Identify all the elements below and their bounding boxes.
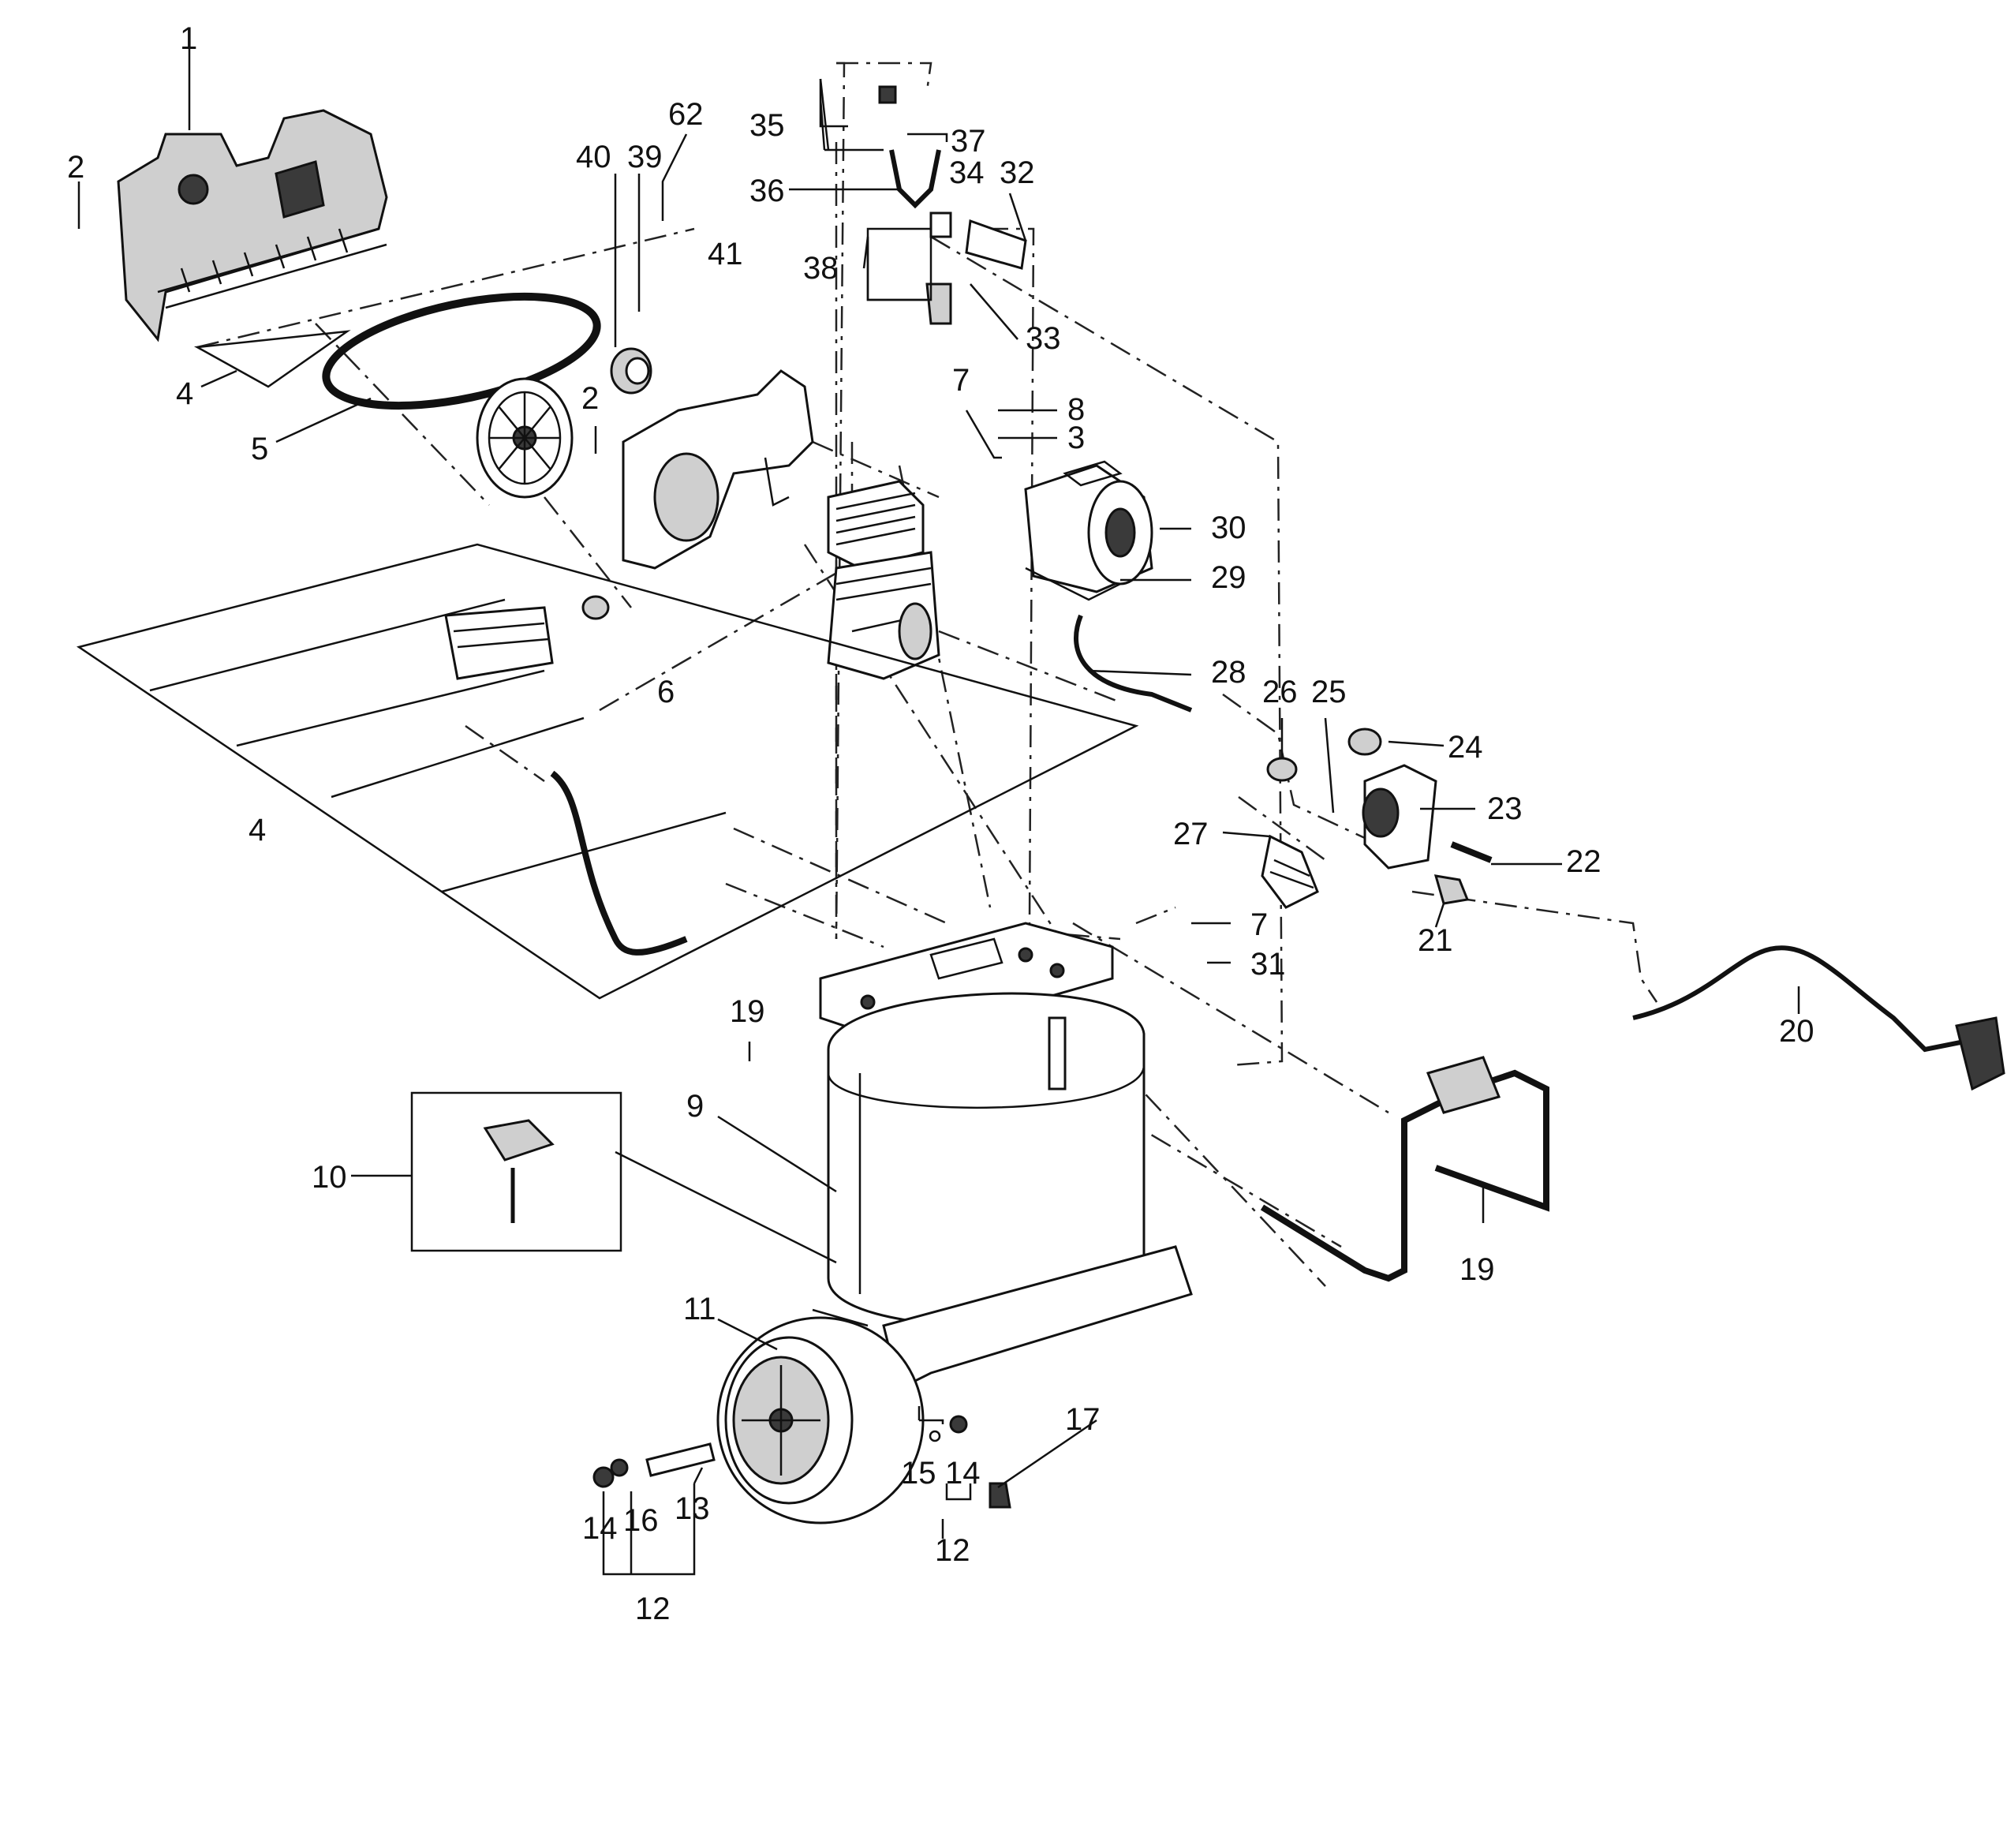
- label-13: 13: [675, 1491, 710, 1526]
- label-2b: 2: [581, 381, 599, 416]
- handle-part: [1260, 1056, 1549, 1282]
- label-36: 36: [749, 174, 785, 208]
- label-26: 26: [1262, 675, 1298, 709]
- compressor-pump-part: [827, 480, 940, 680]
- label-12b: 12: [635, 1592, 671, 1626]
- motor-pulley-part: [610, 347, 652, 395]
- label-15: 15: [901, 1456, 936, 1491]
- inner-guard-part: [622, 369, 814, 570]
- label-34: 34: [949, 155, 985, 190]
- label-22: 22: [1566, 844, 1601, 879]
- plug-part: [1955, 1016, 2005, 1091]
- label-25: 25: [1311, 675, 1347, 709]
- label-33: 33: [1026, 321, 1061, 356]
- motor-part: [1024, 460, 1153, 601]
- label-27: 27: [1173, 817, 1209, 851]
- fitting-parts: [1433, 841, 1493, 905]
- tank-tube-part: [550, 770, 688, 956]
- drive-belt-part: [322, 292, 601, 410]
- label-24: 24: [1448, 730, 1483, 765]
- label-32: 32: [1000, 155, 1035, 190]
- label-29: 29: [1211, 560, 1246, 595]
- discharge-tube-part: [878, 85, 1027, 325]
- pressure-switch-part: [1362, 764, 1437, 870]
- flywheel-part: [476, 377, 574, 499]
- label-20: 20: [1779, 1014, 1815, 1049]
- label-62: 62: [668, 97, 704, 132]
- label-41: 41: [708, 237, 743, 271]
- label-40: 40: [576, 140, 611, 174]
- label-17: 17: [1065, 1402, 1101, 1437]
- label-19a: 19: [730, 994, 765, 1029]
- label-23: 23: [1487, 791, 1523, 826]
- label-7b: 7: [1250, 907, 1268, 942]
- assembly-outlines: [76, 78, 1139, 1252]
- switch-knob-part: [1347, 728, 1382, 756]
- belt-guard-part: [117, 109, 388, 342]
- label-21: 21: [1418, 923, 1453, 958]
- label-2a: 2: [67, 150, 84, 185]
- wheel-part: [716, 1316, 925, 1524]
- label-31: 31: [1250, 947, 1286, 982]
- label-14b: 14: [582, 1511, 618, 1546]
- label-4b: 4: [249, 813, 266, 847]
- label-1: 1: [180, 21, 197, 56]
- label-11: 11: [683, 1292, 716, 1326]
- label-19b: 19: [1459, 1252, 1495, 1287]
- label-38: 38: [803, 251, 839, 286]
- label-6: 6: [657, 675, 675, 709]
- label-7a: 7: [952, 363, 970, 398]
- label-35: 35: [749, 108, 785, 143]
- label-8: 8: [1067, 392, 1085, 427]
- label-16: 16: [623, 1503, 659, 1538]
- label-37: 37: [951, 124, 986, 159]
- label-30: 30: [1211, 511, 1246, 545]
- label-3: 3: [1067, 421, 1085, 455]
- motor-cord-part: [1074, 614, 1193, 713]
- gauge-fitting-part: [1261, 757, 1319, 909]
- power-cord-part: [1632, 945, 1965, 1053]
- label-4a: 4: [176, 376, 193, 411]
- leader-lines: [77, 47, 1800, 1576]
- label-9: 9: [686, 1089, 704, 1124]
- label-14a: 14: [945, 1456, 981, 1491]
- label-12a: 12: [935, 1533, 970, 1568]
- axle-parts: [592, 1415, 1011, 1509]
- air-filter-part: [444, 595, 610, 680]
- label-5: 5: [251, 432, 268, 466]
- label-39: 39: [627, 140, 663, 174]
- callout-labels: 1 2 2 4 4 5 6 62 40 39 41 35 37 36 34 32…: [67, 21, 1815, 1626]
- label-10: 10: [312, 1160, 347, 1195]
- label-28: 28: [1211, 655, 1246, 690]
- bracket-part: [483, 1119, 555, 1223]
